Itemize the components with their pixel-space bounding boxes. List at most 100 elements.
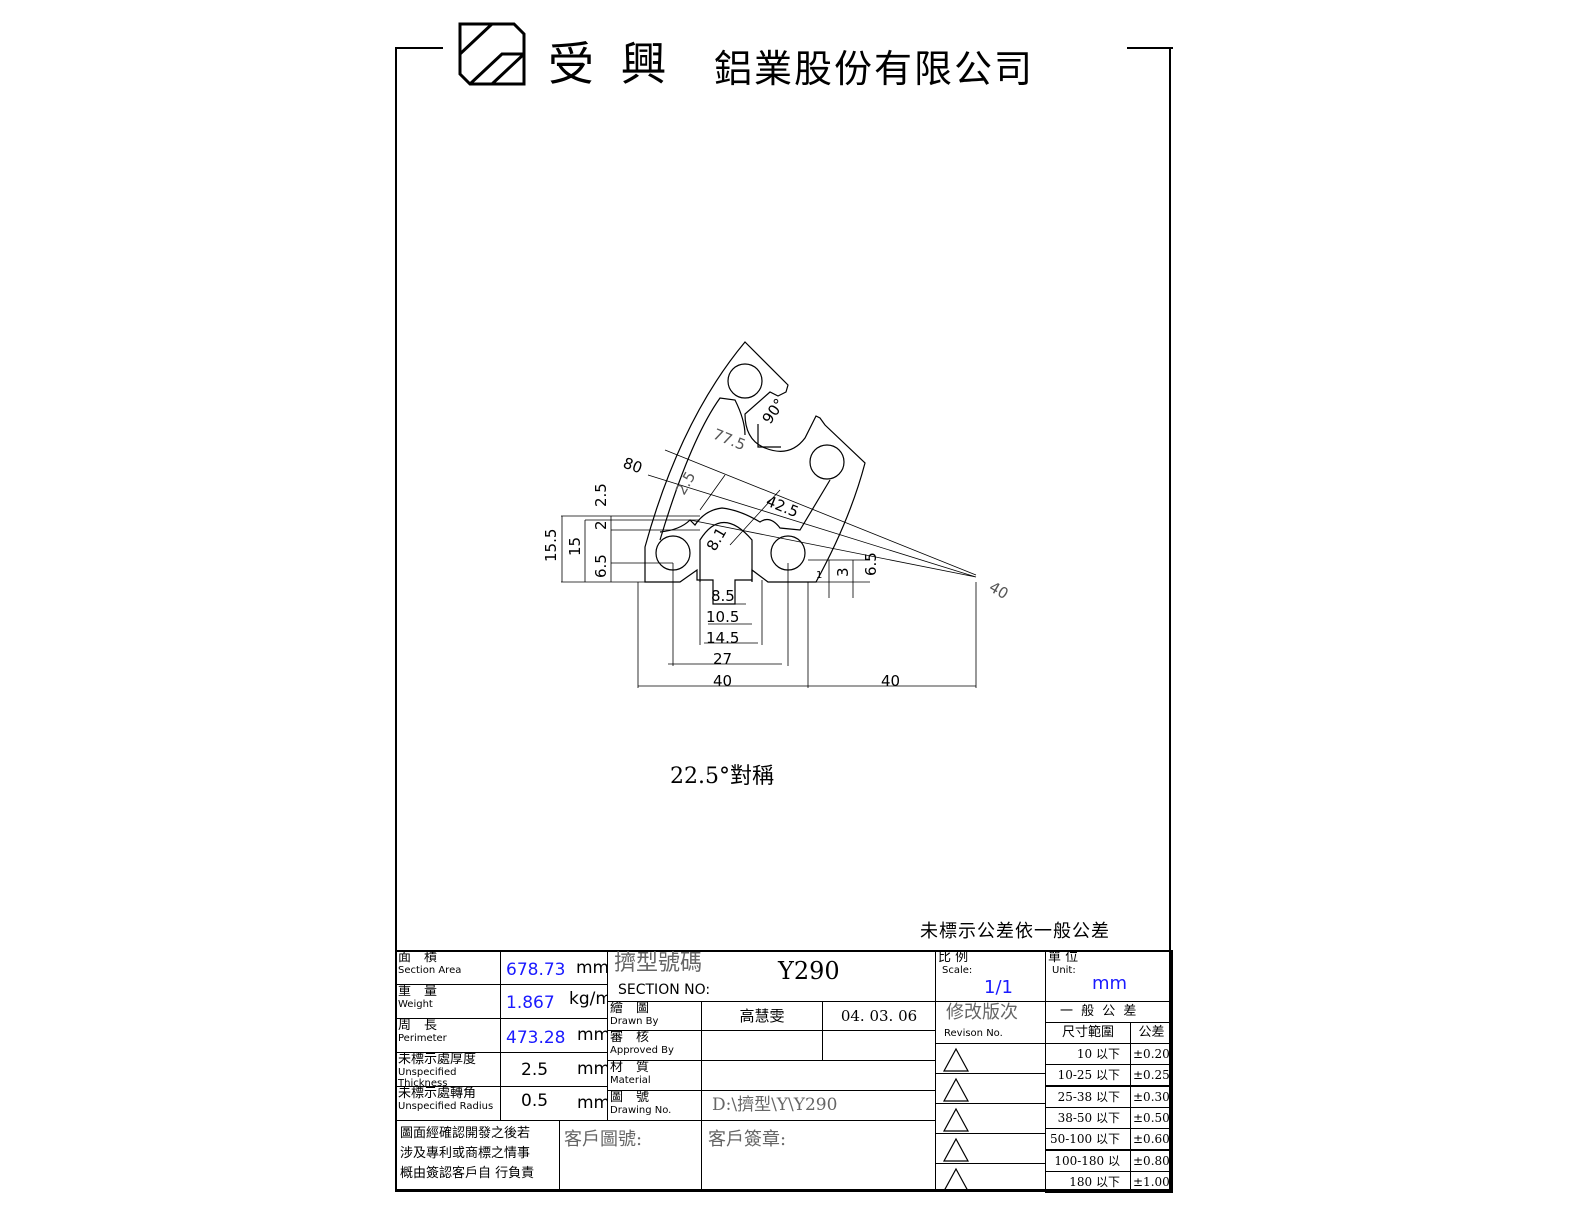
dim-15-5: 15.5 xyxy=(542,529,560,562)
unit-en: Unit: xyxy=(1052,965,1076,976)
approved-date[interactable] xyxy=(822,1030,936,1061)
scale-value: 1/1 xyxy=(984,977,1013,998)
revision-row xyxy=(935,1043,1046,1074)
perimeter-value-cell: 473.28 mm xyxy=(500,1018,608,1053)
section-no-zh: 擠型號碼 xyxy=(614,951,703,976)
tolerance-col-range: 尺寸範圍 xyxy=(1045,1022,1131,1044)
dim-3: 3 xyxy=(834,567,852,577)
revision-triangle-icon xyxy=(942,1107,970,1132)
revision-row xyxy=(935,1073,1046,1104)
revision-row xyxy=(935,1103,1046,1134)
dim-1: 1 xyxy=(816,570,822,581)
dim-40-right: 40 xyxy=(881,672,900,690)
thickness-value: 2.5 xyxy=(521,1060,549,1080)
tolerance-value: ±0.80 xyxy=(1130,1149,1173,1172)
revision-triangle-icon xyxy=(943,1167,969,1191)
radius-label-en: Unspecified Radius xyxy=(398,1101,494,1112)
dim-27: 27 xyxy=(713,650,732,668)
perimeter-label-zh: 周 長 xyxy=(398,1018,438,1033)
drawn-date: 04. 03. 06 xyxy=(822,1001,936,1031)
weight-value: 1.867 xyxy=(506,993,555,1013)
symmetry-note: 22.5°對稱 xyxy=(670,764,774,789)
tolerance-range: 10 以下 xyxy=(1045,1043,1131,1065)
revision-en: Revison No. xyxy=(944,1028,1003,1039)
drawn-by-name: 高慧雯 xyxy=(701,1001,823,1031)
drawing-no-zh: 圖 號 xyxy=(610,1090,650,1105)
tolerance-value: ±0.60 xyxy=(1130,1128,1173,1151)
tolerance-value: ±1.00 xyxy=(1130,1170,1173,1193)
perimeter-value: 473.28 xyxy=(506,1028,566,1048)
tolerance-value: ±0.25 xyxy=(1130,1064,1173,1087)
dim-14-5: 14.5 xyxy=(706,629,739,647)
dim-40-left: 40 xyxy=(713,672,732,690)
tolerance-range: 10-25 以下 xyxy=(1045,1064,1131,1087)
radius-label-zh: 未標示處轉角 xyxy=(398,1086,477,1101)
tolerance-range: 38-50 以下 xyxy=(1045,1106,1131,1129)
area-value-cell: 678.73 mm² xyxy=(500,950,608,985)
revision-triangle-icon xyxy=(942,1137,970,1162)
material-en: Material xyxy=(610,1075,651,1086)
dim-2-5-top: 2.5 xyxy=(592,483,610,507)
revision-row xyxy=(935,1133,1046,1164)
section-no-cell: 擠型號碼 SECTION NO: Y290 xyxy=(607,950,936,1002)
approved-by-zh: 審 核 xyxy=(610,1030,650,1045)
disclaimer-line: 概由簽認客戶自 行負責 xyxy=(400,1166,535,1181)
dim-90-deg: 90° xyxy=(759,395,789,427)
tolerance-value: ±0.50 xyxy=(1130,1106,1173,1129)
general-tolerance-title: 一 般 公 差 xyxy=(1045,1001,1173,1023)
tolerance-range: 180 以下 xyxy=(1045,1170,1131,1193)
tolerance-value: ±0.30 xyxy=(1130,1085,1173,1108)
dim-2: 2 xyxy=(592,520,610,530)
dim-80: 80 xyxy=(621,454,645,477)
revision-triangle-icon xyxy=(942,1047,970,1072)
approved-by-name[interactable] xyxy=(701,1030,823,1061)
thickness-label-en: Unspecified Thickness xyxy=(398,1067,457,1087)
material-value[interactable] xyxy=(701,1060,936,1091)
dim-15: 15 xyxy=(566,537,584,556)
revision-header: 修改版次 Revison No. xyxy=(935,1001,1046,1044)
weight-label-en: Weight xyxy=(398,999,433,1010)
dim-8-1: 8.1 xyxy=(703,524,731,554)
unit-zh: 單 位 xyxy=(1048,950,1079,965)
drawing-no-value: D:\擠型\Y\Y290 xyxy=(701,1090,936,1121)
area-unit: mm² xyxy=(576,958,608,978)
weight-label-zh: 重 量 xyxy=(398,984,438,999)
weight-value-cell: 1.867 kg/m xyxy=(500,984,608,1019)
tolerance-range: 50-100 以下 xyxy=(1045,1128,1131,1151)
weight-unit: kg/m xyxy=(569,989,608,1009)
scale-zh: 比 例 xyxy=(938,950,969,965)
dim-77-5: 77.5 xyxy=(711,425,749,454)
frame-top-left xyxy=(395,47,443,49)
radius-value-cell: 0.5 mm xyxy=(500,1086,608,1121)
profile-outline xyxy=(644,341,866,605)
profile-drawing: 80 77.5 2.5 42.5 8.1 90° 40 15.5 15 6.5 … xyxy=(542,341,1012,690)
customer-signature[interactable]: 客戶簽章: xyxy=(701,1120,936,1192)
disclaimer-line: 圖面經確認開發之後若 xyxy=(400,1126,531,1141)
perimeter-unit: mm xyxy=(577,1025,608,1045)
tolerance-col-value: 公差 xyxy=(1130,1022,1173,1044)
dim-40-angle: 40 xyxy=(986,578,1012,603)
dimension-labels: 80 77.5 2.5 42.5 8.1 90° 40 15.5 15 6.5 … xyxy=(542,395,1012,690)
approved-by-en: Approved By xyxy=(610,1045,674,1056)
perimeter-label-en: Perimeter xyxy=(398,1033,447,1044)
tolerance-range: 25-38 以下 xyxy=(1045,1085,1131,1108)
revision-triangle-icon xyxy=(942,1077,970,1102)
tolerance-note: 未標示公差依一般公差 xyxy=(920,921,1110,942)
radius-value: 0.5 xyxy=(521,1091,549,1111)
area-label-zh: 面 積 xyxy=(398,950,438,965)
dim-2-5-wall: 2.5 xyxy=(672,468,700,498)
area-label-en: Section Area xyxy=(398,965,462,976)
disclaimer-line: 涉及專利或商標之情事 xyxy=(400,1146,531,1161)
drawing-no-en: Drawing No. xyxy=(610,1105,672,1116)
area-value: 678.73 xyxy=(506,960,566,980)
radius-unit: mm xyxy=(577,1093,608,1113)
material-zh: 材 質 xyxy=(610,1060,650,1075)
customer-drawing-no[interactable]: 客戶圖號: xyxy=(559,1120,702,1192)
